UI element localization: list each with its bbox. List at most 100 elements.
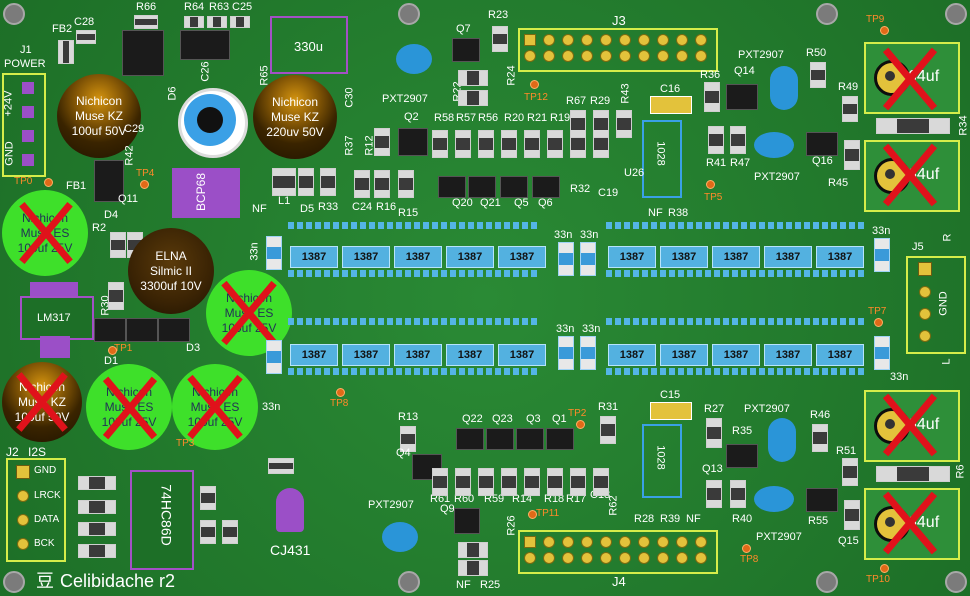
cap-33n-7 (874, 238, 890, 272)
ref-c16: C16 (660, 83, 681, 95)
j4-pin-10 (695, 536, 707, 548)
film-cap-br-2[interactable]: 1387 (660, 344, 708, 366)
u-bottom-label: 1028 (654, 445, 667, 470)
ref-r37: R37 (343, 135, 356, 156)
cap-muse-kz-100[interactable]: Nichicon Muse KZ 100uf 50V (57, 74, 141, 158)
film-cap-br-5[interactable]: 1387 (816, 344, 864, 366)
cap-330u[interactable] (270, 16, 348, 74)
tp2[interactable] (576, 420, 585, 429)
ref-r47: R47 (730, 157, 751, 169)
c24-part (354, 170, 370, 198)
film-cap-tr-3[interactable]: 1387 (712, 246, 760, 268)
cap-muse-kz-220[interactable]: Nichicon Muse KZ 220uv 50V (253, 75, 337, 159)
pxt2907-right-bottom[interactable] (768, 418, 796, 462)
r47-part (730, 126, 746, 154)
film-cap-bl-1[interactable]: 1387 (290, 344, 338, 366)
r41-part (708, 126, 724, 154)
tp9[interactable] (880, 26, 889, 35)
film-cap-br-3[interactable]: 1387 (712, 344, 760, 366)
j4-pin-11 (524, 552, 536, 564)
j3-pin-13 (562, 50, 574, 62)
u-bottom-chip[interactable] (642, 424, 682, 498)
r34-part (876, 118, 950, 134)
tp12[interactable] (530, 80, 539, 89)
film-cap-br-1[interactable]: 1387 (608, 344, 656, 366)
cap-33n-6 (580, 336, 596, 370)
q6-part (532, 176, 560, 198)
ref-r66: R66 (136, 1, 157, 13)
film-cap-tr-4[interactable]: 1387 (764, 246, 812, 268)
j5-pin-1 (918, 262, 932, 276)
j4-connector[interactable] (518, 530, 718, 574)
ref-r62: R62 (607, 495, 620, 516)
tp7[interactable] (742, 544, 751, 553)
tp9-label: TP9 (866, 14, 885, 25)
tp5-label: TP7 (868, 306, 887, 317)
ref-r25: NF (456, 579, 471, 591)
pxt2907-left-top[interactable] (396, 44, 432, 74)
film-cap-tl-4[interactable]: 1387 (446, 246, 494, 268)
tp3[interactable] (140, 180, 149, 189)
pxt2907-right-top2[interactable] (754, 132, 794, 158)
tp8[interactable] (706, 180, 715, 189)
bot-res-7 (570, 468, 586, 496)
pxt2907-right-bottom2[interactable] (754, 486, 794, 512)
ref-d3: D3 (186, 342, 201, 354)
film-cap-tr-5[interactable]: 1387 (816, 246, 864, 268)
pxt2907-left-bottom[interactable] (382, 522, 418, 552)
q3-part (516, 428, 544, 450)
pxt2907-right-top[interactable] (770, 66, 798, 110)
q20-part (438, 176, 466, 198)
film-cap-tr-2[interactable]: 1387 (660, 246, 708, 268)
film-cap-br-4[interactable]: 1387 (764, 344, 812, 366)
tp11[interactable] (528, 510, 537, 519)
d1-part (94, 318, 126, 342)
tp10[interactable] (880, 564, 889, 573)
u26-chip[interactable] (642, 120, 682, 198)
tp5[interactable] (874, 318, 883, 327)
mid-res-b-1 (570, 110, 586, 138)
tp0[interactable] (44, 178, 53, 187)
film-cap-bl-5[interactable]: 1387 (498, 344, 546, 366)
film-cap-tl-5[interactable]: 1387 (498, 246, 546, 268)
bcp68-regulator[interactable] (172, 168, 240, 218)
ref-r42: R42 (123, 145, 136, 166)
film-cap-tr-1[interactable]: 1387 (608, 246, 656, 268)
ref-q14: Q14 (734, 65, 755, 77)
tp1[interactable] (108, 346, 117, 355)
j1-pin-label-24v: +24V (2, 90, 15, 117)
tp8b[interactable] (336, 388, 345, 397)
ref-r28: R28 (634, 513, 655, 525)
tp1-label: TP1 (114, 343, 133, 354)
cap-silmic-l1: ELNA (155, 248, 187, 263)
film-cap-bl-3[interactable]: 1387 (394, 344, 442, 366)
j1-connector[interactable] (2, 73, 46, 177)
j3-connector[interactable] (518, 28, 718, 72)
film-cap-tl-1[interactable]: 1387 (290, 246, 338, 268)
cap-muse-kz-100-l3: 100uf 50V (71, 123, 127, 138)
film-cap-tl-2[interactable]: 1387 (342, 246, 390, 268)
ref-r13: R13 (398, 411, 419, 423)
j5-pin-2 (919, 286, 931, 298)
film-cap-bl-4[interactable]: 1387 (446, 344, 494, 366)
j5-connector[interactable] (906, 256, 966, 354)
ref-c30: C30 (343, 87, 356, 108)
j2-pin-label-gnd: GND (34, 465, 57, 476)
j2-connector[interactable] (6, 458, 66, 562)
j4-pin-12 (543, 552, 555, 564)
film-cap-bl-2[interactable]: 1387 (342, 344, 390, 366)
j4-pin-9 (676, 536, 688, 548)
cap-silmic[interactable]: ELNA Silmic II 3300uf 10V (128, 228, 214, 314)
j1-label: POWER (4, 58, 46, 70)
j2-pin-3 (17, 514, 29, 526)
j5-pin-gnd: GND (937, 291, 950, 316)
d2-part (126, 318, 158, 342)
film-cap-tl-3[interactable]: 1387 (394, 246, 442, 268)
j5-pin-r: R (941, 233, 954, 242)
c16-part (650, 96, 692, 114)
tp2-label: TP2 (568, 408, 587, 419)
ic-74hc86d[interactable] (130, 470, 194, 570)
pxt2907-label-1: PXT2907 (382, 93, 428, 105)
cj431-ref[interactable] (276, 488, 304, 532)
